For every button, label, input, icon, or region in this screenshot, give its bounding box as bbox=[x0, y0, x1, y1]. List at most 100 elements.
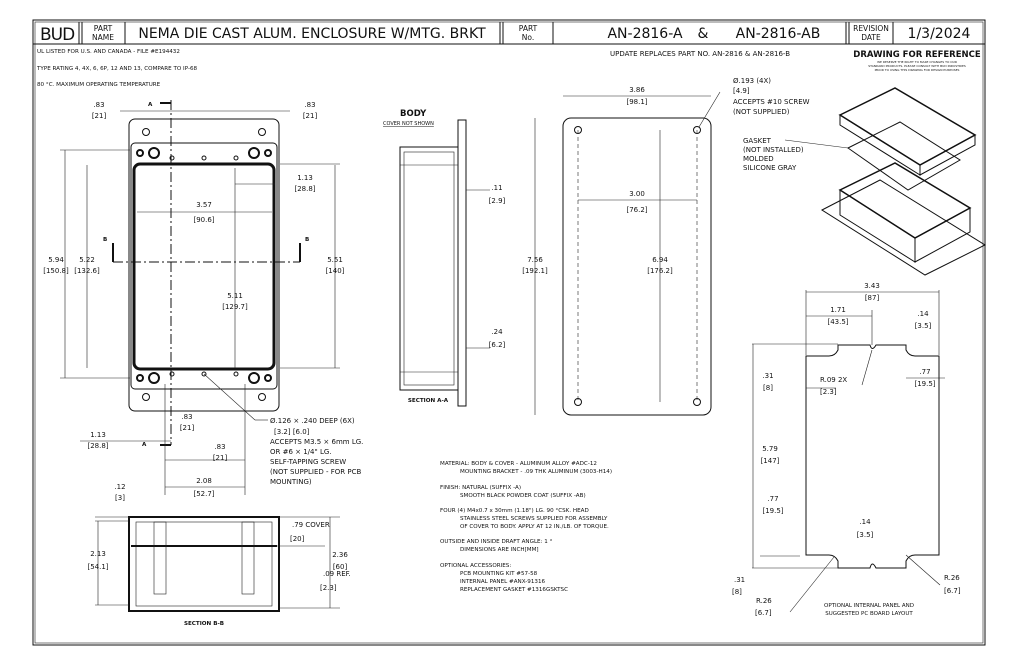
dim-5-22: 5.22 bbox=[79, 256, 95, 264]
dim-bottom-83a-mm: [21] bbox=[180, 424, 195, 432]
dim-bottom-1-13: 1.13 bbox=[90, 431, 106, 439]
dim-0-14-bottom: .14 bbox=[859, 518, 871, 526]
svg-text:DIMENSIONS ARE INCH[MM]: DIMENSIONS ARE INCH[MM] bbox=[460, 547, 539, 553]
dim-2-08: 2.08 bbox=[196, 477, 212, 485]
svg-text:OPTIONAL ACCESSORIES:: OPTIONAL ACCESSORIES: bbox=[440, 563, 511, 569]
dim-0-12: .12 bbox=[114, 483, 125, 491]
svg-text:OUTSIDE AND INSIDE DRAFT ANGLE: OUTSIDE AND INSIDE DRAFT ANGLE: 1 ° bbox=[440, 539, 553, 545]
dim-0-31-bottom-mm: [8] bbox=[732, 588, 742, 596]
title-block: BUD PART NAME NEMA DIE CAST ALUM. ENCLOS… bbox=[33, 22, 985, 45]
part-number-a: AN-2816-A bbox=[607, 26, 682, 42]
section-a-marker: A bbox=[142, 442, 147, 448]
svg-text:FINISH: NATURAL (SUFFIX -A): FINISH: NATURAL (SUFFIX -A) bbox=[440, 485, 521, 491]
dim-0-31-bottom: .31 bbox=[734, 576, 745, 584]
dim-2-36-mm: [60] bbox=[333, 563, 348, 571]
dim-3-57: 3.57 bbox=[196, 201, 212, 209]
svg-text:OF COVER TO BODY. APPLY AT 12: OF COVER TO BODY. APPLY AT 12 IN./LB. OF… bbox=[460, 524, 609, 530]
internal-panel-view bbox=[752, 290, 945, 613]
dim-0-11-mm: [2.9] bbox=[489, 197, 506, 205]
dim-0-77-bottom: .77 bbox=[767, 495, 778, 503]
section-b-b-label: SECTION B-B bbox=[184, 621, 224, 627]
dim-1-13: 1.13 bbox=[297, 174, 313, 182]
svg-text:STAINLESS STEEL SCREWS SUPPLIE: STAINLESS STEEL SCREWS SUPPLIED FOR ASSE… bbox=[460, 516, 608, 522]
svg-text:GASKET: GASKET bbox=[743, 137, 772, 145]
section-b-marker: B bbox=[305, 237, 309, 243]
part-name: NEMA DIE CAST ALUM. ENCLOSURE W/MTG. BRK… bbox=[138, 26, 486, 42]
radius-0-26-left-mm: [6.7] bbox=[755, 609, 772, 617]
dim-bottom-83b-mm: [21] bbox=[213, 454, 228, 462]
svg-text:[4.9]: [4.9] bbox=[733, 87, 750, 95]
dim-3-86-mm: [98.1] bbox=[626, 98, 647, 106]
reference-title: DRAWING FOR REFERENCE bbox=[853, 50, 981, 60]
dim-5-79-mm: [147] bbox=[761, 457, 780, 465]
revision-label-2: DATE bbox=[861, 33, 881, 42]
dim-0-14-bottom-mm: [3.5] bbox=[857, 531, 874, 539]
dim-bottom-83b: .83 bbox=[214, 443, 225, 451]
part-no-label-2: No. bbox=[522, 33, 534, 42]
svg-text:SILICONE GRAY: SILICONE GRAY bbox=[743, 164, 797, 172]
dim-0-09-mm: [2.3] bbox=[320, 584, 337, 592]
dim-6-94-mm: [176.2] bbox=[647, 267, 673, 275]
dim-1-71: 1.71 bbox=[830, 306, 846, 314]
svg-text:(NOT SUPPLIED): (NOT SUPPLIED) bbox=[733, 108, 790, 116]
dim-top-right: .83 bbox=[304, 101, 315, 109]
dim-top-left-mm: [21] bbox=[92, 112, 107, 120]
dim-0-77-bottom-mm: [19.5] bbox=[762, 507, 783, 515]
dim-0-79-cover: .79 COVER bbox=[292, 521, 330, 529]
dim-0-77-top: .77 bbox=[919, 368, 930, 376]
note-max-temperature: 80 °C. MAXIMUM OPERATING TEMPERATURE bbox=[37, 82, 161, 88]
radius-0-26-right-mm: [6.7] bbox=[944, 587, 961, 595]
dim-2-36: 2.36 bbox=[332, 551, 348, 559]
dim-3-00: 3.00 bbox=[629, 190, 645, 198]
part-number-ab: AN-2816-AB bbox=[736, 26, 821, 42]
svg-text:(NOT SUPPLIED - FOR PCB: (NOT SUPPLIED - FOR PCB bbox=[270, 468, 361, 476]
isometric-exploded-view bbox=[784, 87, 987, 276]
dim-1-13-mm: [28.8] bbox=[294, 185, 315, 193]
bud-logo: BUD bbox=[40, 25, 75, 45]
dim-1-71-mm: [43.5] bbox=[827, 318, 848, 326]
dim-0-14-top: .14 bbox=[917, 310, 929, 318]
svg-text:OR #6 × 1/4" LG.: OR #6 × 1/4" LG. bbox=[270, 448, 332, 456]
reference-line: WE RESERVE THE RIGHT TO MAKE CHANGES TO … bbox=[877, 60, 957, 64]
dim-3-43: 3.43 bbox=[864, 282, 880, 290]
part-name-label: PART bbox=[94, 24, 113, 33]
dim-0-31-top: .31 bbox=[762, 372, 773, 380]
drawing-border bbox=[32, 19, 986, 646]
gasket-note: GASKET (NOT INSTALLED) MOLDED SILICONE G… bbox=[743, 137, 804, 172]
dim-0-24: .24 bbox=[491, 328, 503, 336]
dim-bottom-1-13-mm: [28.8] bbox=[87, 442, 108, 450]
section-a-a-view bbox=[399, 119, 490, 407]
radius-0-26-right: R.26 bbox=[944, 574, 960, 582]
mounting-hole-note: Ø.126 × .240 DEEP (6X) [3.2] [6.0] ACCEP… bbox=[270, 417, 363, 486]
svg-text:PCB MOUNTING KIT #57-58: PCB MOUNTING KIT #57-58 bbox=[460, 571, 538, 577]
dim-top-left: .83 bbox=[93, 101, 104, 109]
note-ul-listing: UL LISTED FOR U.S. AND CANADA - FILE #E1… bbox=[37, 49, 180, 55]
drawing-border-inner bbox=[34, 21, 984, 644]
dim-0-31-top-mm: [8] bbox=[763, 384, 773, 392]
dim-2-13-mm: [54.1] bbox=[87, 563, 108, 571]
svg-text:MOUNTING): MOUNTING) bbox=[270, 478, 312, 486]
dim-5-94-mm: [150.8] bbox=[43, 267, 69, 275]
section-a-a-label: SECTION A-A bbox=[408, 398, 449, 404]
radius-0-09: R.09 2X bbox=[820, 376, 847, 384]
reference-line: STANDARD PRODUCTS. PLEASE CONSULT WITH B… bbox=[868, 64, 966, 68]
svg-text:[3.2] [6.0]: [3.2] [6.0] bbox=[274, 428, 310, 436]
section-a-marker: A bbox=[148, 102, 153, 108]
dim-2-13: 2.13 bbox=[90, 550, 106, 558]
update-note: UPDATE REPLACES PART NO. AN-2816 & AN-28… bbox=[610, 50, 790, 58]
dim-3-43-mm: [87] bbox=[865, 294, 880, 302]
svg-text:Ø.193 (4X): Ø.193 (4X) bbox=[733, 77, 771, 85]
svg-text:ACCEPTS #10 SCREW: ACCEPTS #10 SCREW bbox=[733, 98, 810, 106]
dim-2-08-mm: [52.7] bbox=[193, 490, 214, 498]
dim-5-94: 5.94 bbox=[48, 256, 64, 264]
part-no-label: PART bbox=[519, 24, 538, 33]
dim-3-86: 3.86 bbox=[629, 86, 645, 94]
svg-text:ACCEPTS M3.5 × 6mm LG.: ACCEPTS M3.5 × 6mm LG. bbox=[270, 438, 363, 446]
dim-5-22-mm: [132.6] bbox=[74, 267, 100, 275]
dim-7-56: 7.56 bbox=[527, 256, 543, 264]
dim-0-14-top-mm: [3.5] bbox=[915, 322, 932, 330]
front-view: A A B B bbox=[60, 100, 340, 495]
dim-0-24-mm: [6.2] bbox=[489, 341, 506, 349]
dim-5-51: 5.51 bbox=[327, 256, 343, 264]
